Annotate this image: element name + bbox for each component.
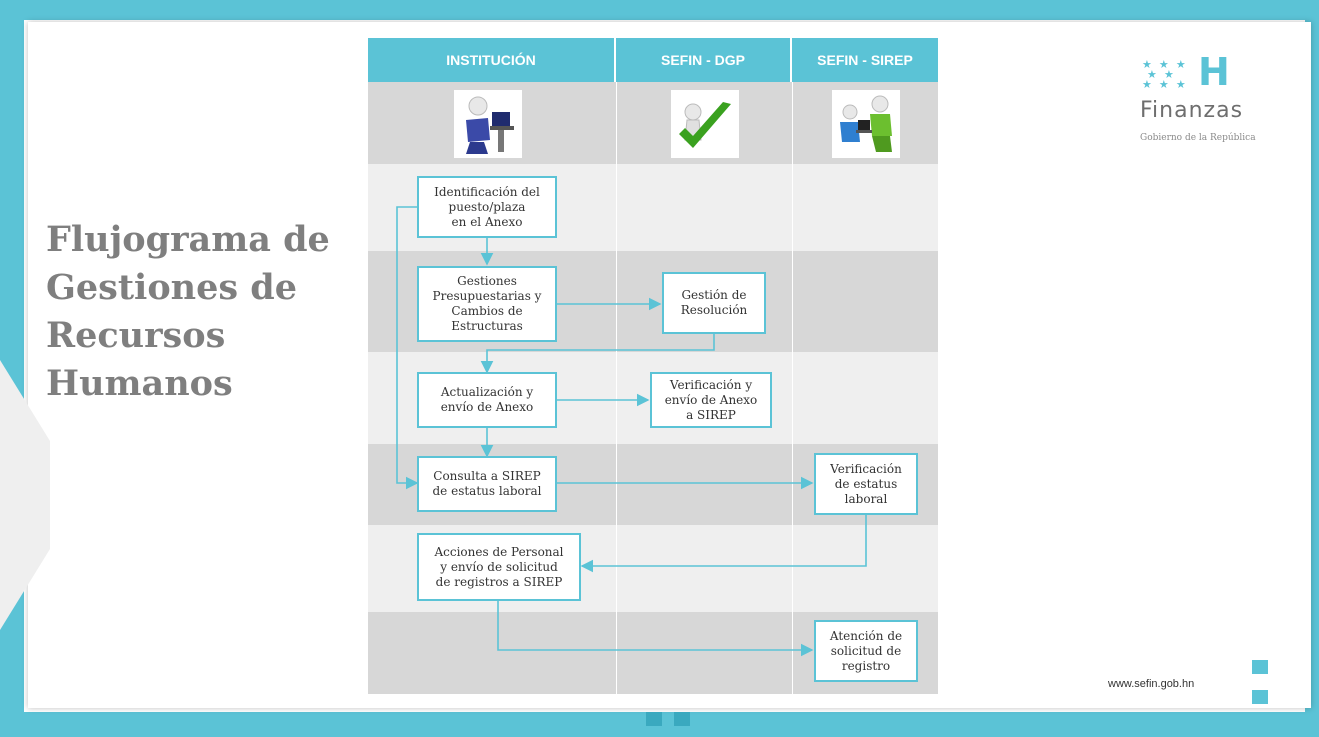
process-box-identificacion: Identificación del puesto/plaza en el An… <box>417 176 557 238</box>
logo-name: Finanzas <box>1140 98 1244 123</box>
process-box-acciones-personal: Acciones de Personal y envío de solicitu… <box>417 533 581 601</box>
process-box-consulta-sirep: Consulta a SIREP de estatus laboral <box>417 456 557 512</box>
title-line: Flujograma de <box>46 219 330 260</box>
decor-square <box>674 712 690 726</box>
logo-subtitle: Gobierno de la República <box>1140 133 1256 143</box>
website-link[interactable]: www.sefin.gob.hn <box>1108 678 1195 690</box>
column-header-sefin-sirep: SEFIN - SIREP <box>792 38 938 82</box>
process-box-actualizacion-anexo: Actualización y envío de Anexo <box>417 372 557 428</box>
decor-square <box>1252 690 1268 704</box>
process-box-gestion-resolucion: Gestión de Resolución <box>662 272 766 334</box>
title-line: Recursos <box>46 315 226 356</box>
process-box-gestiones-presupuestarias: Gestiones Presupuestarias y Cambios de E… <box>417 266 557 342</box>
two-people-at-computer-icon <box>832 90 900 158</box>
column-header-sefin-dgp: SEFIN - DGP <box>616 38 792 82</box>
column-divider <box>792 82 793 694</box>
process-box-verificacion-anexo: Verificación y envío de Anexo a SIREP <box>650 372 772 428</box>
decor-square <box>1252 660 1268 674</box>
person-at-computer-icon <box>454 90 522 158</box>
slide-title: Flujograma de Gestiones de Recursos Huma… <box>46 216 346 408</box>
frame-top <box>0 0 1319 20</box>
title-line: Gestiones de <box>46 267 298 308</box>
process-box-atencion-solicitud: Atención de solicitud de registro <box>814 620 918 682</box>
decor-square <box>646 712 662 726</box>
column-divider <box>616 82 617 694</box>
column-header-institucion: INSTITUCIÓN <box>368 38 616 82</box>
logo-mark: H <box>1198 50 1230 94</box>
title-line: Humanos <box>46 363 233 404</box>
check-mark-figure-icon <box>671 90 739 158</box>
process-box-verificacion-estatus: Verificación de estatus laboral <box>814 453 918 515</box>
stars-icon: ★ ★ ★ ★ ★★ ★ ★ <box>1142 59 1188 91</box>
